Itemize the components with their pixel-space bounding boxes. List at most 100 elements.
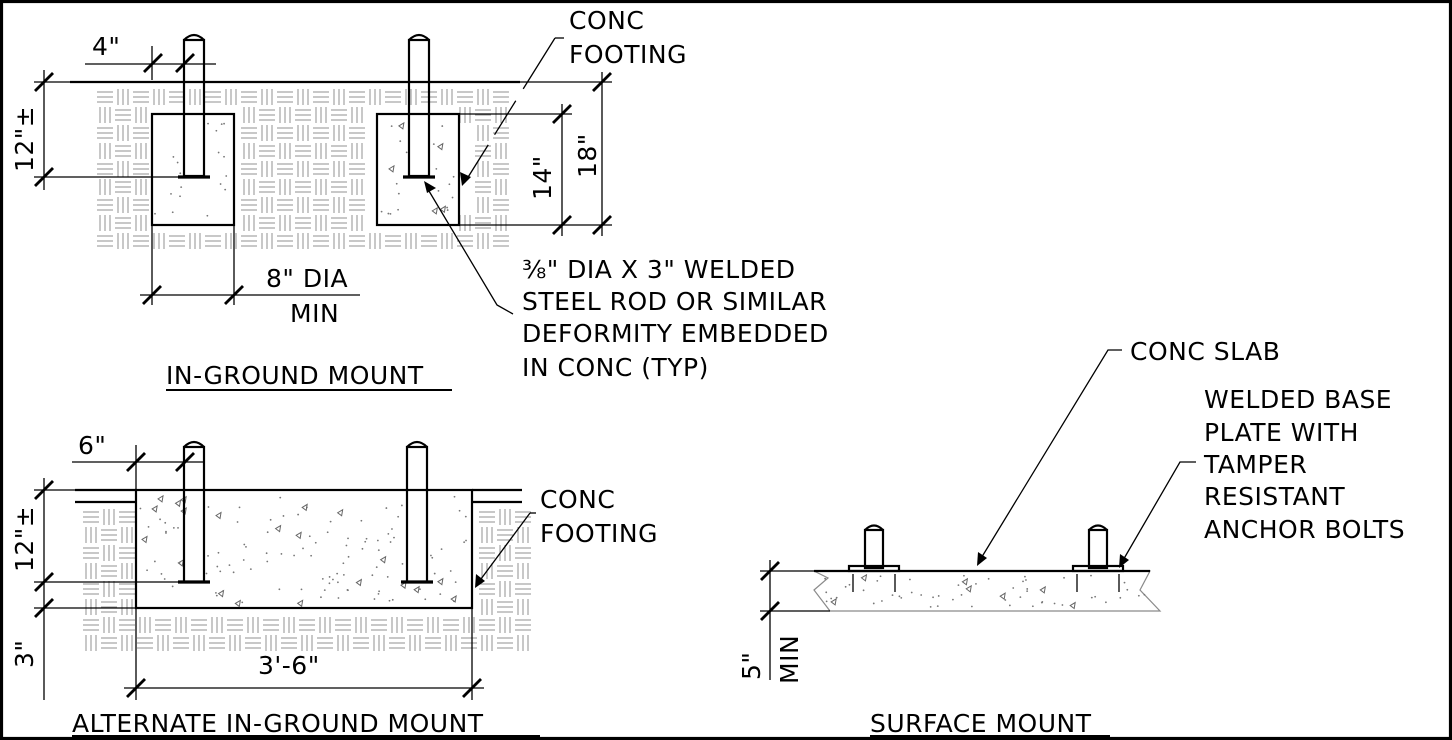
aggregate-dot	[266, 560, 269, 563]
aggregate-dot	[431, 556, 434, 559]
aggregate-dot	[835, 596, 838, 599]
aggregate-mark	[274, 524, 282, 533]
aggregate-dot	[1063, 576, 1065, 579]
aggregate-dot	[337, 597, 340, 599]
rod-note-line-4: IN CONC (TYP)	[522, 353, 709, 382]
aggregate-dot	[278, 588, 281, 591]
aggregate-dot	[1026, 590, 1029, 593]
aggregate-dot	[881, 600, 883, 602]
aggregate-dot	[297, 513, 300, 516]
plate-leader	[1121, 461, 1196, 563]
aggregate-dot	[397, 192, 400, 195]
slab-label: CONC SLAB	[1130, 337, 1280, 366]
aggregate-dot	[448, 183, 451, 186]
aggregate-dot	[361, 547, 364, 550]
aggregate-dot	[848, 583, 851, 586]
aggregate-mark	[397, 121, 405, 130]
alt-post-right	[405, 445, 429, 584]
alt-footing-label-conc: CONC	[540, 485, 615, 514]
aggregate-dot	[329, 520, 332, 523]
aggregate-dot	[1022, 580, 1024, 583]
plate-note-line-1: WELDED BASE	[1204, 385, 1392, 414]
aggregate-dot	[243, 543, 246, 546]
aggregate-dot	[160, 573, 163, 575]
aggregate-dot	[389, 212, 392, 215]
aggregate-dot	[430, 554, 432, 557]
aggregate-dot	[373, 598, 376, 600]
aggregate-dot	[963, 574, 965, 577]
aggregate-dot	[1025, 579, 1027, 581]
aggregate-dot	[910, 591, 913, 594]
in-ground-mount-view: 4" 12"± 8" DIA MIN 14" 18" CONC FOOTIN	[10, 6, 828, 391]
concrete-slab	[813, 570, 1162, 612]
aggregate-dot	[266, 531, 269, 534]
aggregate-mark	[450, 595, 457, 603]
aggregate-dot	[1105, 601, 1107, 604]
aggregate-dot	[345, 544, 348, 547]
aggregate-dot	[453, 495, 456, 498]
aggregate-mark	[295, 531, 302, 540]
aggregate-dot	[222, 590, 224, 592]
aggregate-dot	[1143, 593, 1146, 596]
aggregate-dot	[920, 594, 923, 596]
aggregate-dot	[987, 577, 990, 580]
aggregate-dot	[1137, 594, 1140, 597]
aggregate-mark	[439, 205, 447, 214]
aggregate-mark	[157, 494, 164, 503]
aggregate-dot	[446, 206, 449, 209]
aggregate-dot	[401, 504, 403, 507]
aggregate-dot	[360, 519, 363, 522]
aggregate-dot	[458, 509, 461, 512]
aggregate-dot	[337, 581, 339, 584]
slab-leader	[979, 349, 1122, 561]
aggregate-dot	[1094, 595, 1097, 598]
aggregate-dot	[463, 541, 466, 544]
aggregate-dot	[179, 172, 182, 175]
aggregate-dot	[900, 597, 903, 599]
aggregate-dot	[952, 598, 954, 601]
aggregate-dot	[265, 552, 268, 555]
aggregate-dot	[223, 155, 225, 158]
aggregate-dot	[371, 574, 374, 577]
aggregate-mark	[215, 511, 222, 520]
aggregate-mark	[999, 592, 1006, 601]
aggregate-dot	[929, 605, 932, 608]
aggregate-dot	[279, 496, 282, 499]
dim-slab-min: MIN	[775, 635, 804, 684]
aggregate-dot	[1026, 588, 1029, 590]
dim-post-depth-12in: 12"±	[10, 106, 39, 172]
aggregate-dot	[464, 515, 467, 518]
plate-note-line-4: RESISTANT	[1204, 482, 1345, 511]
aggregate-dot	[282, 515, 285, 517]
aggregate-dot	[439, 593, 442, 596]
aggregate-mark	[860, 573, 868, 582]
aggregate-dot	[300, 588, 303, 591]
aggregate-dot	[844, 585, 847, 588]
aggregate-dot	[249, 568, 252, 571]
aggregate-dot	[293, 554, 296, 557]
aggregate-dot	[390, 125, 393, 127]
rod-leader-arrow	[424, 181, 436, 193]
dim-embed-4in: 4"	[92, 32, 120, 61]
base-plate-left	[847, 564, 901, 573]
aggregate-dot	[280, 553, 283, 555]
dim-edge-6in: 6"	[78, 431, 106, 460]
aggregate-dot	[159, 518, 161, 521]
aggregate-dot	[302, 547, 304, 550]
aggregate-dot	[377, 592, 380, 595]
dim-bottom-3in: 3"	[10, 640, 39, 668]
rod-note-line-1: ⅜" DIA X 3" WELDED	[522, 255, 796, 284]
aggregate-dot	[424, 598, 427, 601]
concrete-footing-block	[134, 488, 474, 610]
footing-leader	[464, 37, 556, 183]
aggregate-dot	[1012, 587, 1015, 589]
aggregate-dot	[830, 597, 833, 600]
aggregate-mark	[965, 584, 972, 593]
aggregate-dot	[433, 572, 436, 575]
aggregate-dot	[154, 212, 156, 215]
aggregate-dot	[217, 151, 220, 154]
plate-note-line-2: PLATE WITH	[1204, 418, 1359, 447]
aggregate-dot	[879, 575, 882, 578]
aggregate-dot	[385, 507, 388, 509]
alt-footing-label-footing: FOOTING	[540, 519, 658, 548]
